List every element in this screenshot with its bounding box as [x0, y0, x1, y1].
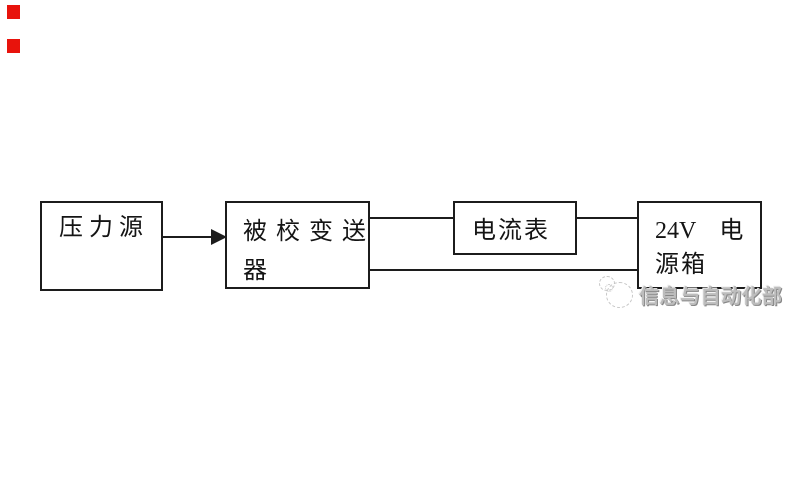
wire-ammeter-to-power	[577, 217, 637, 219]
watermark-cat-logo-icon	[597, 275, 635, 308]
power-supply-label-line2: 源箱	[655, 252, 707, 278]
watermark-logo-dot	[605, 284, 613, 292]
transmitter-label-line2: 器	[243, 258, 267, 284]
pressure-source-box: 压力源	[40, 201, 163, 291]
wire-transmitter-to-ammeter	[370, 217, 453, 219]
power-supply-label-char: 电	[719, 218, 744, 244]
ammeter-label: 电流表	[472, 218, 550, 244]
power-supply-box: 24V 电 源箱	[637, 201, 762, 289]
ammeter-box: 电流表	[453, 201, 577, 255]
arrow-shaft	[163, 236, 211, 238]
watermark-logo-body-circle	[606, 282, 633, 308]
power-supply-voltage: 24V	[655, 218, 697, 244]
power-supply-label-line1: 24V 电	[655, 214, 760, 248]
transmitter-label-line1: 被校变送	[243, 219, 375, 245]
red-edge-marker-second	[7, 39, 20, 53]
calibrated-transmitter-box: 被校变送 器	[225, 201, 370, 289]
red-edge-marker-top	[7, 5, 20, 19]
watermark-text: 信息与自动化部	[639, 286, 783, 308]
pressure-source-label: 压力源	[59, 215, 149, 241]
wire-transmitter-to-power	[370, 269, 637, 271]
arrowhead-icon	[211, 229, 227, 245]
